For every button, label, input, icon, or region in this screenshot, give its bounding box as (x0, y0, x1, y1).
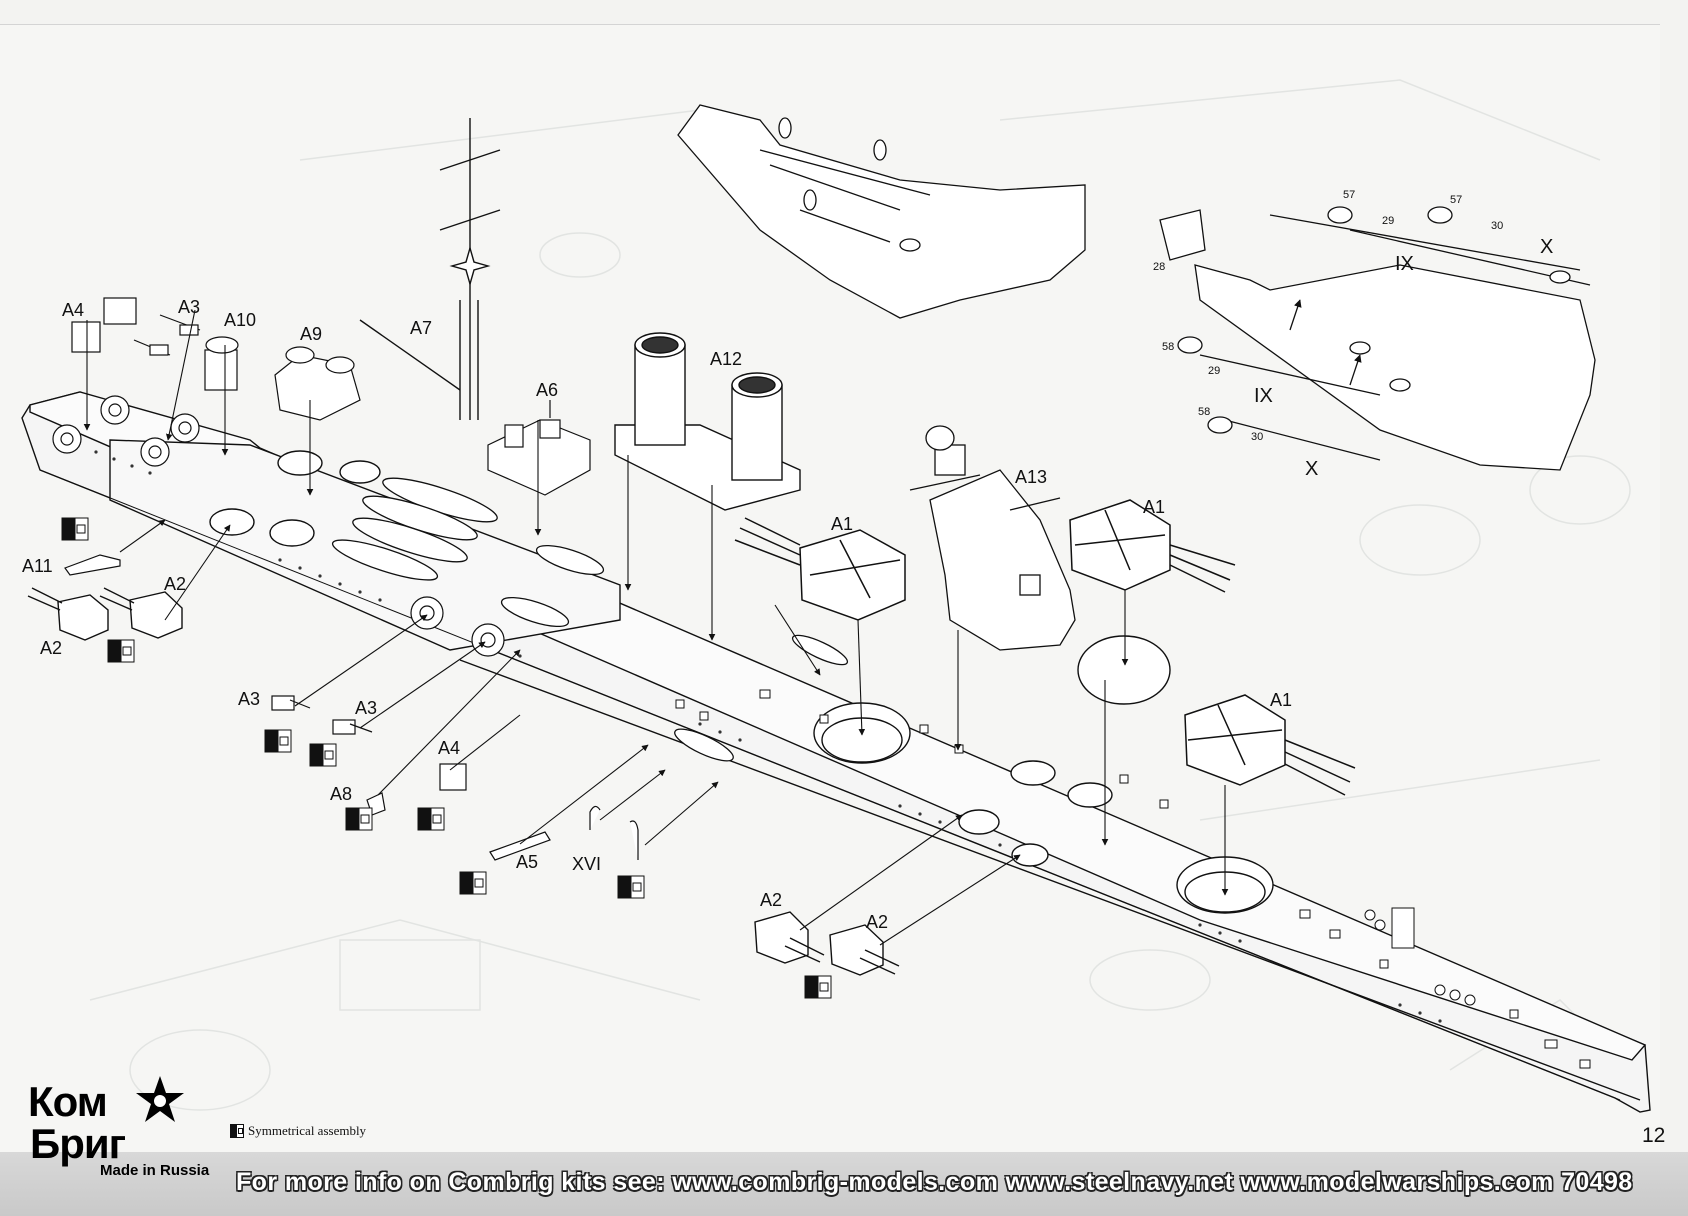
combrig-logo: Ком Бриг Made in Russia (26, 1076, 216, 1179)
funnels-A12 (614, 332, 801, 511)
label-IX: IX (1395, 253, 1414, 275)
star-icon (136, 1076, 184, 1122)
label-29: 29 (1208, 365, 1220, 377)
label-A2: A2 (40, 638, 62, 658)
label-58: 58 (1198, 406, 1210, 418)
legend: Symmetrical assembly (230, 1123, 366, 1139)
background-ghost-drawing (89, 79, 1641, 1111)
label-A10: A10 (224, 310, 256, 330)
label-A8: A8 (330, 784, 352, 804)
label-57: 57 (1343, 189, 1355, 201)
label-58: 58 (1162, 341, 1174, 353)
label-A9: A9 (300, 324, 322, 344)
propeller-labels: 57 57 29 30 28 58 29 58 30 IX X IX X (1153, 189, 1553, 480)
A1-turrets (734, 499, 1356, 796)
label-A1: A1 (1143, 497, 1165, 517)
footer-band (0, 1152, 1688, 1216)
label-A3: A3 (355, 698, 377, 718)
logo-line-2: Бриг (30, 1120, 126, 1167)
shaft-detail-right (1159, 206, 1596, 471)
legend-text: Symmetrical assembly (248, 1123, 367, 1138)
label-A4: A4 (62, 300, 84, 320)
made-in-russia: Made in Russia (100, 1162, 210, 1179)
aft-superstructure-A13 (909, 425, 1076, 651)
superstructure-A6 (487, 400, 591, 496)
label-A2: A2 (760, 890, 782, 910)
label-28: 28 (1153, 261, 1165, 273)
label-A1: A1 (1270, 690, 1292, 710)
label-30: 30 (1491, 220, 1503, 232)
label-A4: A4 (438, 738, 460, 758)
label-A7: A7 (410, 318, 432, 338)
label-29: 29 (1382, 215, 1394, 227)
label-A12: A12 (710, 349, 742, 369)
deck-fittings (675, 689, 1591, 1069)
main-mast (359, 118, 501, 420)
callout-labels: A4 A3 A10 A9 A7 A6 A12 A13 A1 A1 A1 A11 … (22, 297, 1292, 932)
label-A6: A6 (536, 380, 558, 400)
label-57: 57 (1450, 194, 1462, 206)
label-XVI: XVI (572, 854, 601, 874)
symmetrical-assembly-icon (230, 1124, 244, 1138)
label-A2: A2 (866, 912, 888, 932)
label-A11: A11 (22, 556, 53, 576)
shaft-detail-upper (677, 104, 1086, 319)
leader-arrows (83, 309, 1229, 946)
label-X: X (1540, 236, 1553, 258)
label-A13: A13 (1015, 467, 1047, 487)
label-A2: A2 (164, 574, 186, 594)
label-A1: A1 (831, 514, 853, 534)
label-A3: A3 (178, 297, 200, 317)
small-parts (64, 297, 639, 861)
A2-turrets (27, 587, 900, 976)
label-X: X (1305, 458, 1318, 480)
symmetry-markers (61, 517, 832, 999)
lifeboats (331, 477, 849, 762)
footer-text: For more info on Combrig kits see: www.c… (236, 1168, 1633, 1196)
label-A3: A3 (238, 689, 260, 709)
logo-line-1: Ком (28, 1078, 108, 1125)
label-A5: A5 (516, 852, 538, 872)
label-IX: IX (1254, 385, 1273, 407)
label-30: 30 (1251, 431, 1263, 443)
page-number: 12 (1642, 1124, 1666, 1147)
